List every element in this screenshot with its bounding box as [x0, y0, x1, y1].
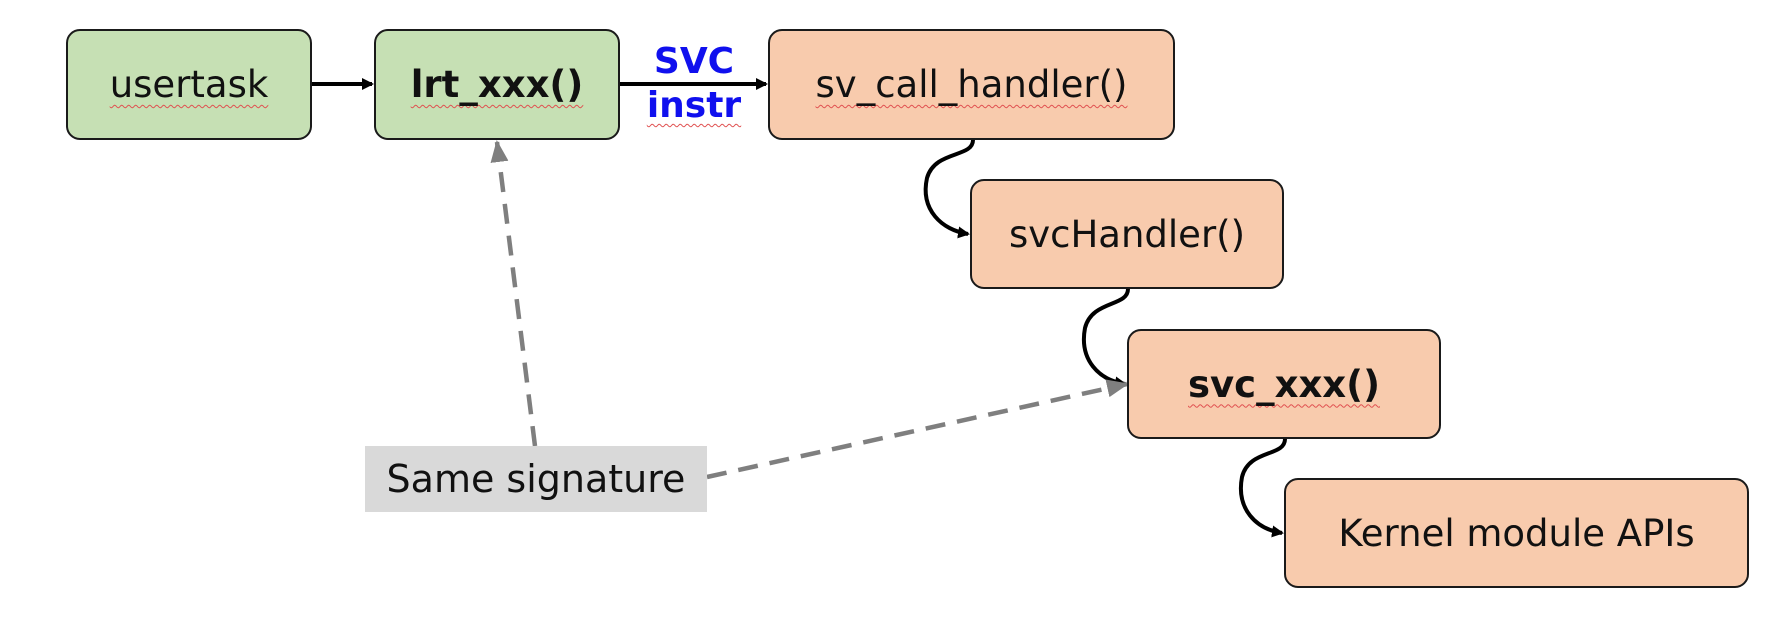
edge-label-svc-instr: SVC instr: [640, 40, 748, 128]
node-kernel-module-apis: Kernel module APIs: [1284, 478, 1749, 588]
dashed-arrow-signature-to-svcxxx: [706, 379, 1129, 480]
annotation-same-signature-label: Same signature: [386, 457, 686, 501]
node-svc-xxx: svc_xxx(): [1127, 329, 1441, 439]
node-svc-xxx-label: svc_xxx(): [1188, 362, 1380, 406]
node-svchandler: svcHandler(): [970, 179, 1284, 289]
annotation-same-signature: Same signature: [365, 446, 707, 512]
arrow-svcxxx-to-kernel: [1238, 438, 1287, 538]
edge-label-line1: SVC: [653, 41, 735, 82]
node-kernel-module-apis-label: Kernel module APIs: [1338, 511, 1695, 555]
node-sv-call-handler-label: sv_call_handler(): [815, 63, 1128, 106]
node-lrt-xxx-label: lrt_xxx(): [410, 63, 584, 106]
arrow-svcall-to-svchandler: [923, 139, 975, 239]
arrow-svchandler-to-svcxxx: [1081, 288, 1130, 389]
node-usertask-label: usertask: [109, 63, 269, 106]
node-usertask: usertask: [66, 29, 312, 140]
edge-label-line2: instr: [646, 85, 742, 126]
node-sv-call-handler: sv_call_handler(): [768, 29, 1175, 140]
node-svchandler-label: svcHandler(): [1008, 212, 1246, 256]
node-lrt-xxx: lrt_xxx(): [374, 29, 620, 140]
dashed-arrow-signature-to-lrt: [490, 140, 538, 447]
